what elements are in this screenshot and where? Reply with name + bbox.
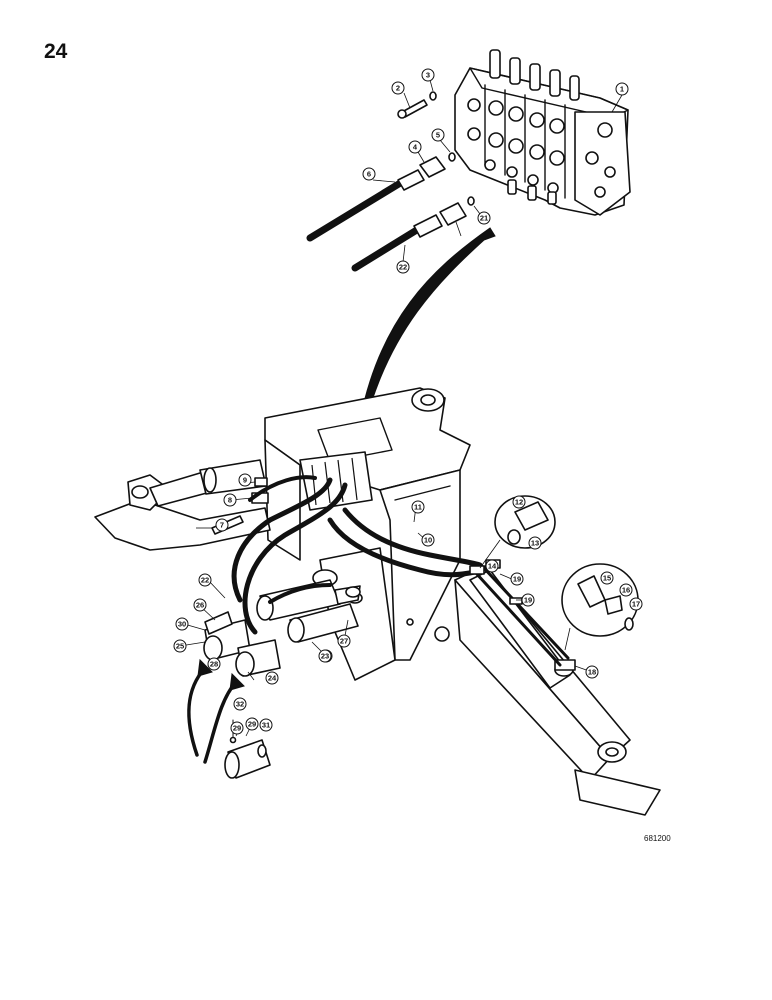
pin-location-arrow-1 bbox=[187, 666, 207, 757]
callout-number: 24 bbox=[268, 674, 277, 683]
callout-10: 10 bbox=[421, 533, 435, 547]
right-boom-arm bbox=[454, 565, 661, 816]
callout-number: 31 bbox=[262, 721, 270, 730]
callout-23: 23 bbox=[318, 649, 332, 663]
callout-number: 22 bbox=[201, 576, 209, 585]
callout-number: 27 bbox=[340, 637, 348, 646]
callout-31: 31 bbox=[259, 718, 273, 732]
callout-number: 13 bbox=[531, 539, 539, 548]
drawing-code: 681200 bbox=[644, 834, 671, 843]
callout-22: 22 bbox=[396, 260, 410, 274]
callout-16: 16 bbox=[619, 583, 633, 597]
swing-frame-tower bbox=[264, 387, 471, 681]
detail-bubble-connector bbox=[561, 563, 639, 651]
callout-number: 2 bbox=[396, 84, 400, 93]
callout-32: 32 bbox=[233, 697, 247, 711]
callout-number: 30 bbox=[178, 620, 186, 629]
callout-12: 12 bbox=[512, 495, 526, 509]
callout-number: 18 bbox=[588, 668, 596, 677]
callout-9: 9 bbox=[238, 473, 252, 487]
callout-number: 29 bbox=[233, 724, 241, 733]
callout-28: 28 bbox=[207, 657, 221, 671]
callout-7: 7 bbox=[215, 518, 229, 532]
callout-29: 29 bbox=[230, 721, 244, 735]
callout-15: 15 bbox=[600, 571, 614, 585]
callout-25: 25 bbox=[173, 639, 187, 653]
callout-22: 22 bbox=[198, 573, 212, 587]
valve-fittings bbox=[397, 91, 475, 226]
callout-19: 19 bbox=[521, 593, 535, 607]
callout-number: 19 bbox=[524, 596, 532, 605]
callout-5: 5 bbox=[431, 128, 445, 142]
callout-27: 27 bbox=[337, 634, 351, 648]
callout-number: 15 bbox=[603, 574, 611, 583]
callout-4: 4 bbox=[408, 140, 422, 154]
callout-18: 18 bbox=[585, 665, 599, 679]
callout-number: 4 bbox=[413, 143, 418, 152]
callout-number: 19 bbox=[513, 575, 521, 584]
callout-number: 6 bbox=[367, 170, 371, 179]
callout-17: 17 bbox=[629, 597, 643, 611]
control-valve-assembly bbox=[454, 49, 631, 216]
callout-number: 25 bbox=[176, 642, 184, 651]
callout-number: 7 bbox=[220, 521, 224, 530]
callout-14: 14 bbox=[485, 559, 499, 573]
detail-bubble-fitting bbox=[479, 495, 556, 569]
callout-number: 28 bbox=[210, 660, 218, 669]
callout-6: 6 bbox=[362, 167, 376, 181]
left-stabilizer-arm bbox=[94, 459, 271, 551]
callout-number: 26 bbox=[196, 601, 204, 610]
callout-3: 3 bbox=[421, 68, 435, 82]
callout-24: 24 bbox=[265, 671, 279, 685]
callout-number: 29 bbox=[248, 720, 256, 729]
callout-number: 17 bbox=[632, 600, 640, 609]
callout-number: 16 bbox=[622, 586, 630, 595]
callout-number: 11 bbox=[414, 503, 422, 512]
callout-21: 21 bbox=[477, 211, 491, 225]
callout-11: 11 bbox=[411, 500, 425, 514]
callout-number: 32 bbox=[236, 700, 244, 709]
callout-2: 2 bbox=[391, 81, 405, 95]
hydraulic-hose-routing bbox=[231, 475, 570, 667]
callout-number: 14 bbox=[488, 562, 497, 571]
page-number: 24 bbox=[44, 40, 68, 63]
callout-19: 19 bbox=[510, 572, 524, 586]
callout-number: 1 bbox=[620, 85, 624, 94]
hose-assemblies-upper bbox=[306, 169, 443, 272]
callout-number: 10 bbox=[424, 536, 432, 545]
callout-26: 26 bbox=[193, 598, 207, 612]
callout-number: 21 bbox=[480, 214, 488, 223]
callout-number: 23 bbox=[321, 652, 329, 661]
callout-number: 5 bbox=[436, 131, 440, 140]
callout-labels: 1234567891011121314151617181919212222222… bbox=[173, 68, 643, 735]
callout-number: 22 bbox=[399, 263, 407, 272]
callout-29: 29 bbox=[245, 717, 259, 731]
callout-8: 8 bbox=[223, 493, 237, 507]
callout-number: 9 bbox=[243, 476, 247, 485]
callout-13: 13 bbox=[528, 536, 542, 550]
callout-1: 1 bbox=[615, 82, 629, 96]
callout-30: 30 bbox=[175, 617, 189, 631]
callout-number: 8 bbox=[228, 496, 232, 505]
callout-number: 12 bbox=[515, 498, 523, 507]
callout-number: 3 bbox=[426, 71, 430, 80]
